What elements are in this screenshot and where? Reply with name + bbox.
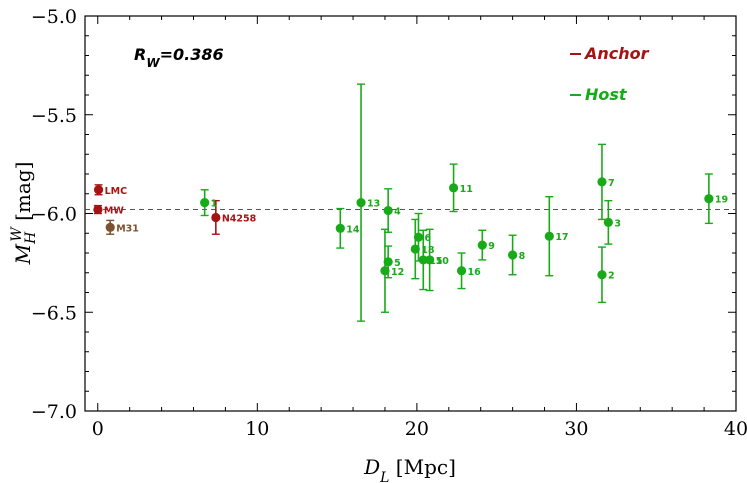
point-label: 4 (394, 207, 401, 218)
data-point-13: 13 (356, 83, 380, 322)
marker (93, 204, 103, 215)
y-tick-label: −6.0 (31, 204, 77, 226)
x-axis-label: DL [Mpc] (363, 455, 456, 483)
legend-anchor-label: Anchor (583, 44, 650, 63)
point-label: 10 (436, 256, 450, 267)
rw-annotation: RW=0.386 (134, 45, 224, 70)
point-label: N4258 (222, 213, 257, 224)
point-label: 19 (715, 195, 728, 206)
data-point-3: 3 (603, 199, 621, 245)
data-point-7: 7 (597, 143, 615, 221)
marker (418, 255, 428, 265)
marker (410, 244, 420, 254)
data-point-12: 12 (380, 228, 404, 313)
y-axis-label: MHW [mag] (9, 162, 39, 266)
marker (456, 266, 467, 276)
x-tick-label: 0 (92, 418, 104, 440)
y-tick-label: −5.5 (31, 105, 77, 127)
marker (105, 222, 115, 232)
point-label: M31 (116, 223, 139, 234)
data-point-8: 8 (508, 234, 526, 276)
data-point-1: 1 (200, 189, 218, 217)
point-label: 5 (394, 258, 401, 269)
point-label: 16 (468, 267, 482, 278)
marker (93, 185, 104, 195)
x-tick-label: 30 (564, 418, 588, 440)
marker (544, 231, 554, 241)
marker (200, 198, 210, 208)
marker (603, 217, 613, 227)
data-point-15: 15 (418, 229, 442, 291)
marker (413, 232, 424, 242)
x-tick-label: 20 (405, 418, 429, 440)
point-label: LMC (105, 186, 128, 197)
point-label: 11 (460, 184, 473, 195)
point-label: 3 (614, 218, 621, 229)
data-point-2: 2 (597, 246, 615, 304)
data-point-4: 4 (383, 188, 401, 233)
point-label: 8 (519, 251, 526, 262)
data-point-18: 18 (410, 218, 435, 280)
data-point-11: 11 (448, 163, 473, 213)
point-label: 17 (555, 232, 568, 243)
point-label: 2 (608, 271, 615, 282)
marker (380, 266, 390, 276)
data-point-14: 14 (335, 207, 360, 249)
data-point-10: 10 (425, 228, 450, 292)
point-label: 18 (421, 245, 435, 256)
marker (704, 194, 714, 204)
y-tick-label: −7.0 (31, 401, 77, 423)
legend-host-label: Host (585, 85, 628, 104)
marker (508, 250, 518, 260)
marker (356, 198, 366, 208)
data-points: LMCMWM31N4258123456789101112131415161718… (93, 83, 728, 322)
x-tick-label: 40 (724, 418, 747, 440)
marker (383, 257, 393, 267)
point-label: 6 (424, 233, 431, 244)
point-label: 9 (488, 241, 495, 252)
data-point-lmc: LMC (93, 184, 128, 197)
point-label: 12 (391, 267, 404, 278)
point-label: 7 (608, 178, 615, 189)
marker (448, 183, 459, 193)
marker (425, 255, 435, 265)
marker (211, 212, 221, 223)
plot-frame (84, 15, 737, 412)
y-tick-label: −6.5 (31, 302, 77, 324)
marker (597, 270, 607, 280)
data-point-9: 9 (477, 229, 495, 261)
marker (597, 177, 607, 187)
data-point-16: 16 (456, 252, 482, 290)
data-point-19: 19 (704, 173, 728, 225)
legend: Anchor Host (570, 44, 650, 104)
x-tick-label: 10 (245, 418, 269, 440)
data-point-n4258: N4258 (211, 199, 257, 235)
point-label: 1 (211, 199, 218, 210)
point-label: 14 (346, 224, 360, 235)
y-tick-label: −5.0 (31, 6, 77, 28)
point-label: 15 (429, 256, 442, 267)
marker (383, 205, 393, 216)
marker (477, 240, 487, 250)
point-label: 13 (367, 199, 380, 210)
data-point-17: 17 (544, 196, 569, 277)
data-point-m31: M31 (105, 219, 139, 235)
point-label: MW (104, 206, 124, 217)
data-point-mw: MW (93, 204, 124, 217)
marker (335, 223, 345, 233)
axis-ticks: 0 10 20 30 40 −5.0 −5.5 −6.0 −6.5 −7.0 (31, 6, 747, 440)
